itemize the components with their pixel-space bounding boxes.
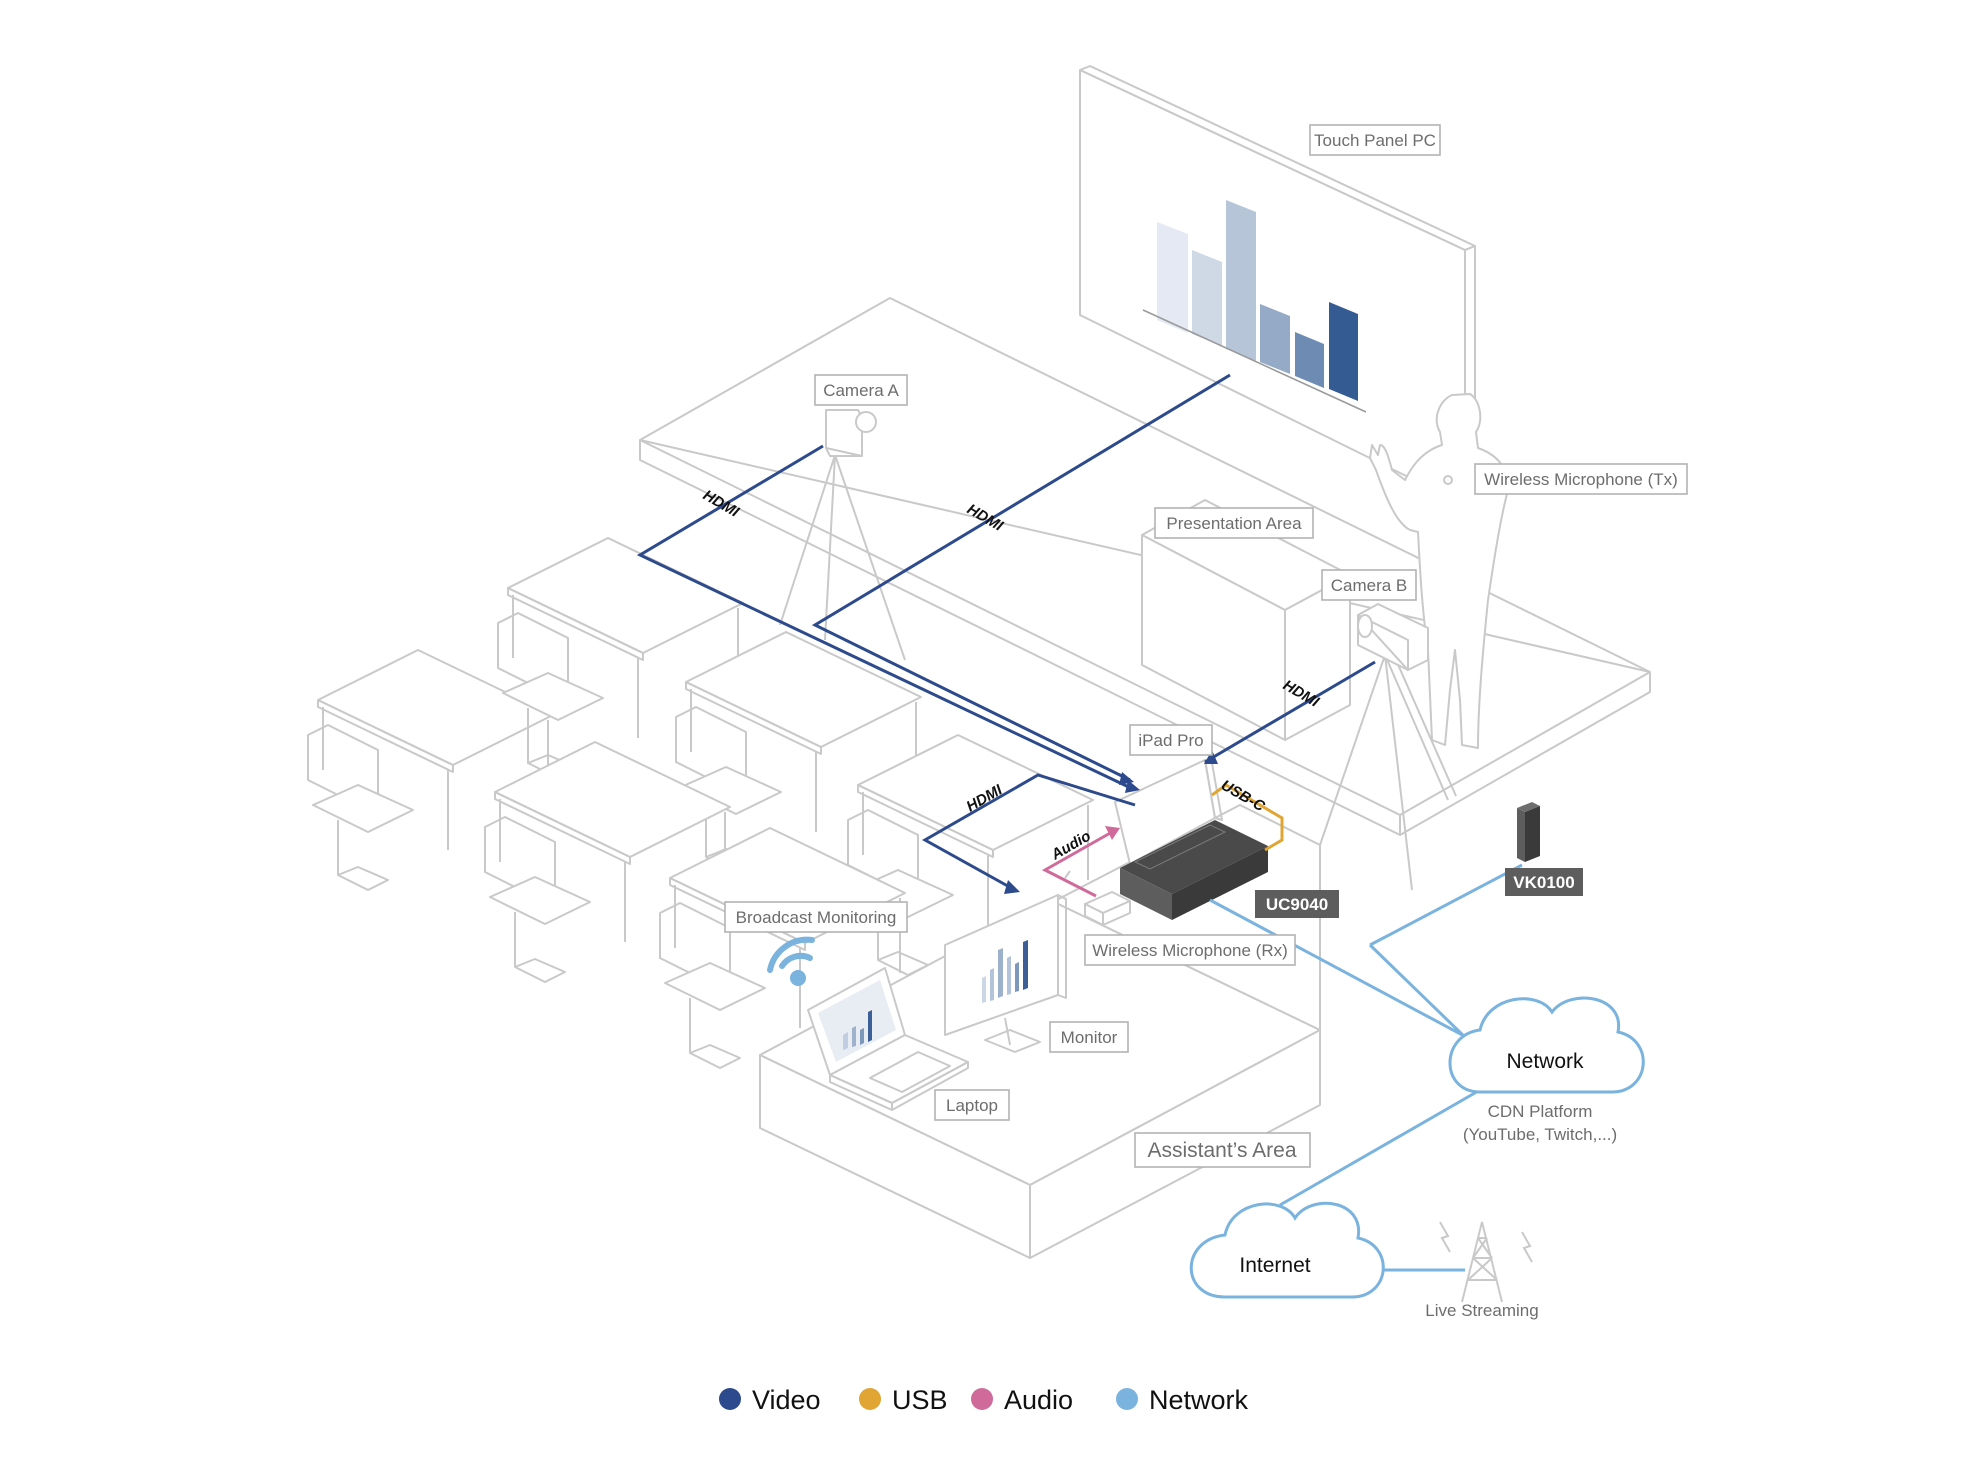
label-ipad-pro: iPad Pro <box>1129 724 1213 756</box>
label-camera-a: Camera A <box>814 374 908 406</box>
internet-cloud-label: Internet <box>1239 1254 1310 1277</box>
svg-text:Camera B: Camera B <box>1331 576 1408 595</box>
svg-text:Assistant’s Area: Assistant’s Area <box>1147 1139 1296 1162</box>
touch-panel-bar-chart <box>1142 200 1367 413</box>
svg-text:Presentation Area: Presentation Area <box>1166 514 1302 533</box>
svg-text:Laptop: Laptop <box>946 1096 998 1115</box>
svg-text:UC9040: UC9040 <box>1266 895 1328 914</box>
svg-text:Audio: Audio <box>1004 1385 1073 1415</box>
legend-item-video: Video <box>719 1385 821 1415</box>
tag-vk0100: VK0100 <box>1505 868 1583 896</box>
label-camera-b: Camera B <box>1321 569 1417 601</box>
svg-text:Broadcast Monitoring: Broadcast Monitoring <box>736 908 897 927</box>
student-desk <box>675 631 922 873</box>
label-laptop: Laptop <box>934 1089 1010 1121</box>
student-desks <box>307 537 1094 1069</box>
wifi-icon <box>767 936 815 986</box>
label-assistants-area: Assistant’s Area <box>1134 1132 1311 1168</box>
svg-text:Wireless Microphone (Rx): Wireless Microphone (Rx) <box>1092 941 1288 960</box>
svg-text:VK0100: VK0100 <box>1513 873 1574 892</box>
legend-item-audio: Audio <box>971 1385 1073 1415</box>
svg-text:USB: USB <box>892 1385 948 1415</box>
label-wireless-mic-rx: Wireless Microphone (Rx) <box>1084 934 1296 966</box>
label-monitor: Monitor <box>1049 1021 1129 1053</box>
svg-text:Touch Panel PC: Touch Panel PC <box>1314 131 1436 150</box>
svg-text:iPad Pro: iPad Pro <box>1138 731 1203 750</box>
touch-panel-pc <box>1079 65 1476 506</box>
legend: Video USB Audio Network <box>719 1385 1249 1415</box>
svg-text:Monitor: Monitor <box>1061 1028 1118 1047</box>
student-desk <box>484 741 731 983</box>
cdn-platform-label: CDN Platform <box>1488 1102 1593 1121</box>
broadcast-tower-icon <box>1439 1221 1533 1303</box>
network-cloud-label: Network <box>1506 1050 1584 1073</box>
label-wireless-mic-tx: Wireless Microphone (Tx) <box>1474 463 1688 495</box>
label-presentation-area: Presentation Area <box>1154 507 1314 539</box>
network-connections <box>1209 863 1523 1272</box>
student-desk <box>307 649 554 891</box>
audio-label: Audio <box>1048 827 1094 863</box>
audio-connection <box>1041 826 1120 898</box>
svg-text:Video: Video <box>752 1385 821 1415</box>
cdn-platform-sublabel: (YouTube, Twitch,...) <box>1463 1125 1617 1144</box>
wireless-mic-rx <box>1064 870 1131 926</box>
svg-text:Network: Network <box>1149 1385 1249 1415</box>
legend-item-usb: USB <box>859 1385 948 1415</box>
legend-item-network: Network <box>1116 1385 1249 1415</box>
label-broadcast-monitoring: Broadcast Monitoring <box>724 901 908 933</box>
usb-connection <box>1211 783 1284 852</box>
tag-uc9040: UC9040 <box>1255 890 1339 918</box>
monitor <box>944 894 1067 1053</box>
camera-a-tripod <box>779 409 906 661</box>
camera-b-tripod <box>1319 603 1457 891</box>
laptop <box>807 967 969 1111</box>
live-streaming-label: Live Streaming <box>1425 1301 1538 1320</box>
svg-text:Camera A: Camera A <box>823 381 899 400</box>
video-connections <box>636 373 1376 894</box>
network-cloud: Network <box>1448 996 1645 1094</box>
student-desk <box>497 537 744 779</box>
uc9040-device <box>1120 820 1268 920</box>
internet-cloud: Internet <box>1189 1201 1385 1299</box>
svg-text:Wireless Microphone (Tx): Wireless Microphone (Tx) <box>1484 470 1678 489</box>
label-touch-panel-pc: Touch Panel PC <box>1309 124 1441 156</box>
vk0100-device <box>1517 802 1540 862</box>
